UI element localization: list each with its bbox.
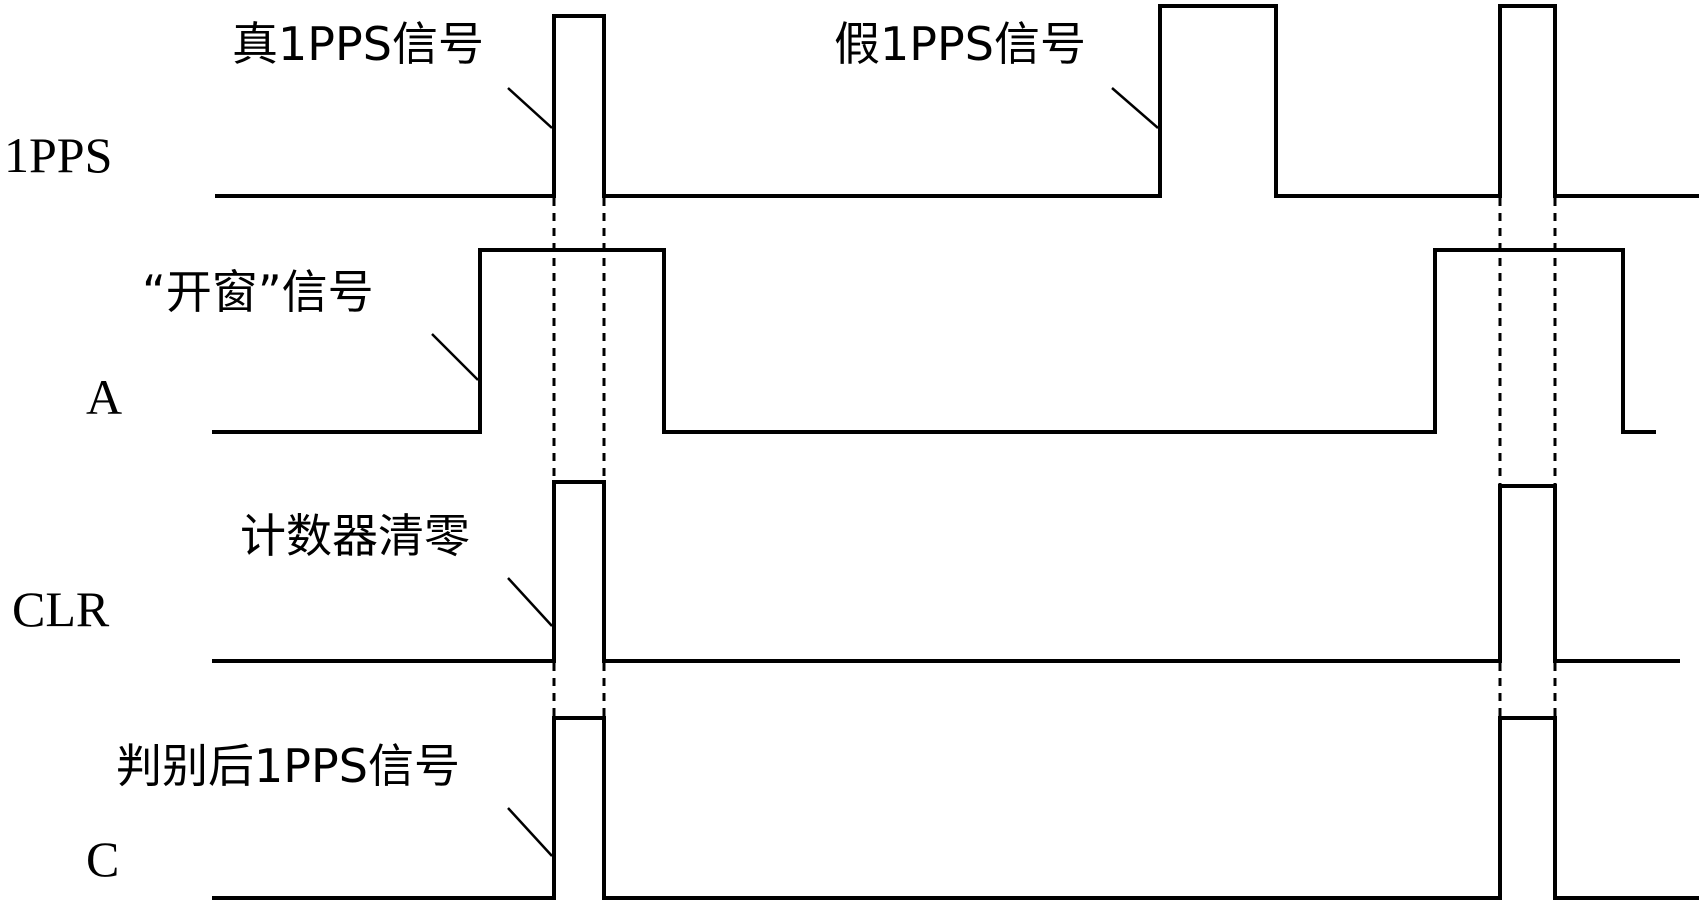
annotation-window-signal: “开窗”信号 [142,265,374,319]
annotation-true-1pps: 真1PPS信号 [232,17,484,71]
leader-counter-clear [507,577,553,627]
leader-judged-1pps [507,807,553,857]
annotation-judged-1pps: 判别后1PPS信号 [116,739,460,793]
leader-false-1pps [1111,87,1159,129]
annotation-counter-clear: 计数器清零 [240,509,470,563]
waveform-1pps [215,4,1699,198]
annotation-false-1pps: 假1PPS信号 [834,17,1086,71]
leader-true-1pps [507,87,553,129]
alignment-dashes [552,198,1557,718]
waveform-a [212,248,1656,434]
signal-label-1pps: 1PPS [4,127,112,183]
waveform-clr [212,480,1680,663]
leader-window-signal [431,333,479,381]
signal-label-c: C [86,831,119,887]
signal-label-clr: CLR [12,581,110,637]
waveform-c [212,716,1699,900]
signal-label-a: A [86,369,122,425]
